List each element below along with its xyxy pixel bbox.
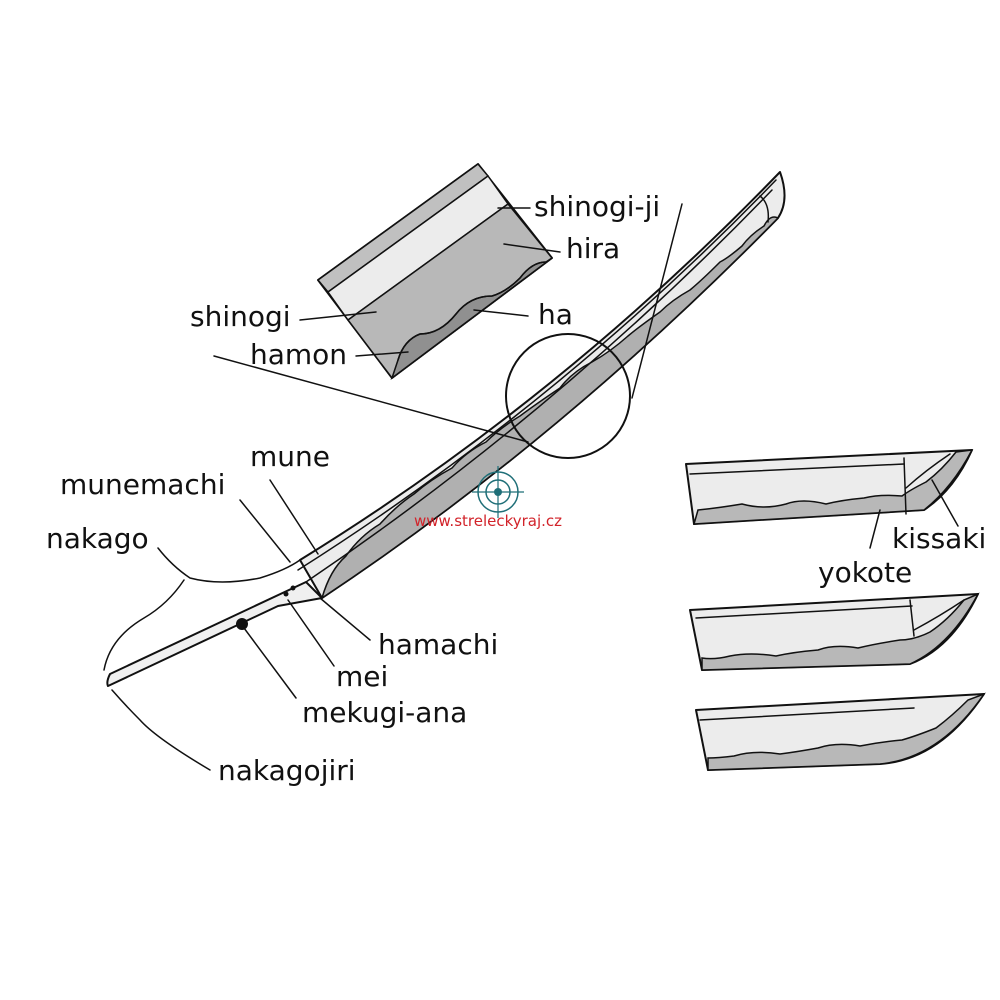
label-ha: ha <box>538 298 573 331</box>
kissaki-tip <box>759 195 770 223</box>
watermark: www.streleckyraj.cz <box>414 466 562 530</box>
mekugi-ana-hole <box>236 618 248 630</box>
nakago-shape <box>106 581 323 687</box>
leader-lines <box>103 479 371 771</box>
label-yokote: yokote <box>818 556 912 589</box>
label-mei: mei <box>336 660 388 693</box>
label-nakago: nakago <box>46 522 149 555</box>
kissaki-variant-3 <box>695 692 986 771</box>
label-nakagojiri: nakagojiri <box>218 754 356 787</box>
label-hamachi: hamachi <box>378 628 498 661</box>
mei-mark-2 <box>290 585 296 591</box>
ha-band <box>320 216 780 600</box>
cross-section-inset <box>299 162 561 381</box>
label-shinogi-ji: shinogi-ji <box>534 190 660 223</box>
label-munemachi: munemachi <box>60 468 225 501</box>
label-mune: mune <box>250 440 330 473</box>
zoom-circle <box>213 203 683 459</box>
kissaki-variant-1 <box>685 449 974 549</box>
mei-mark <box>283 591 289 597</box>
labels: shinogi-ji hira shinogi ha hamon mune mu… <box>46 190 986 787</box>
label-mekugi-ana: mekugi-ana <box>302 696 467 729</box>
shinogi-line <box>305 189 773 583</box>
label-kissaki: kissaki <box>892 522 986 555</box>
target-icon <box>472 466 524 518</box>
label-hamon: hamon <box>250 338 347 371</box>
kissaki-variant-2 <box>689 592 980 671</box>
hamachi-notch <box>299 559 323 599</box>
main-sword <box>106 171 786 687</box>
watermark-text: www.streleckyraj.cz <box>414 512 562 530</box>
label-hira: hira <box>566 232 620 265</box>
label-shinogi: shinogi <box>190 300 291 333</box>
mune-line <box>297 179 777 571</box>
